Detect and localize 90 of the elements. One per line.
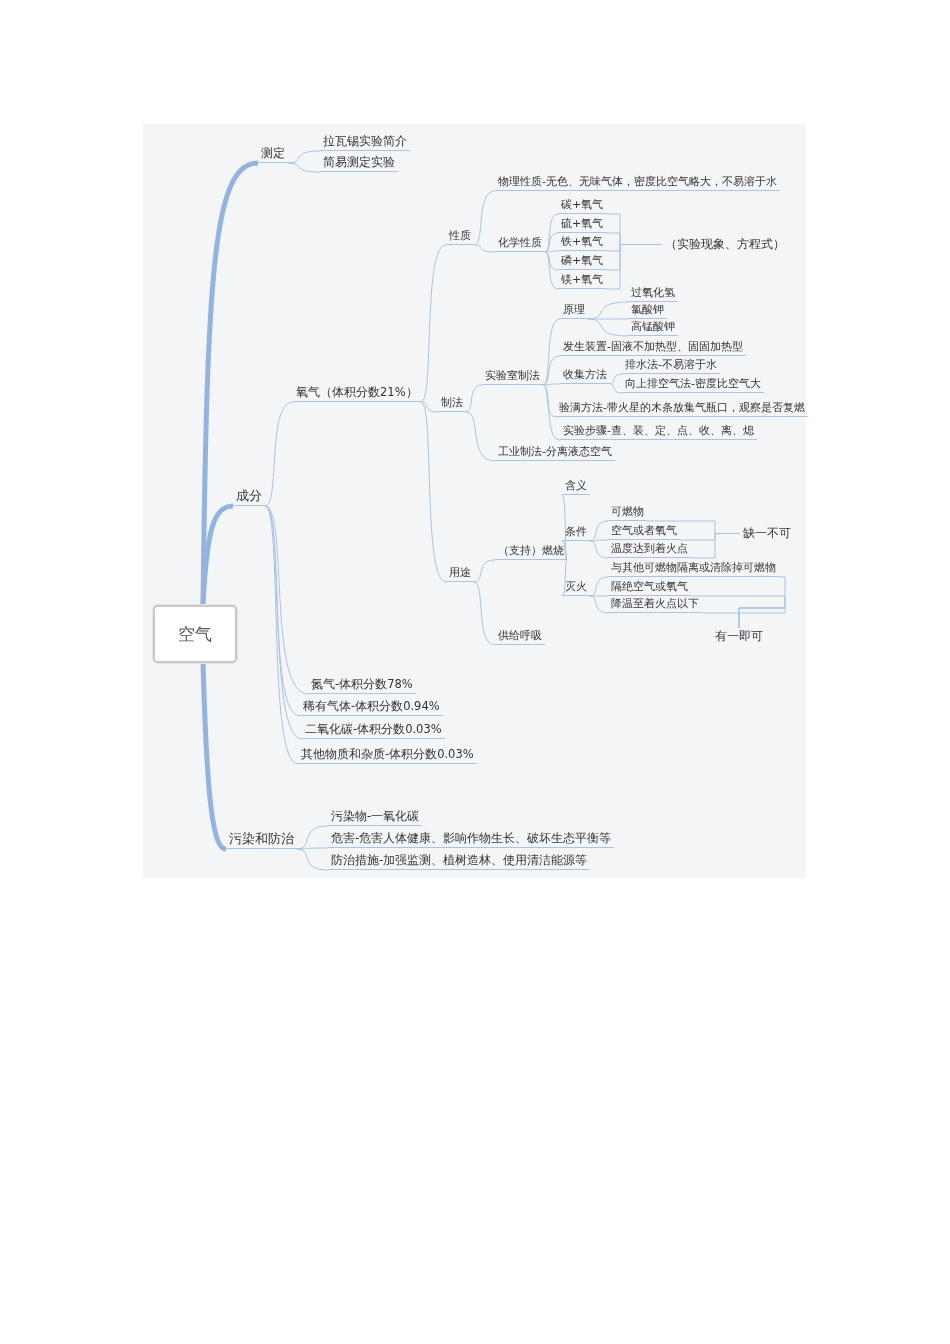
topic-label: 工业制法-分离液态空气	[495, 444, 615, 461]
topic-label: 实验室制法	[482, 368, 543, 385]
topic-label: 实验步骤-查、装、定、点、收、离、熄	[560, 423, 757, 440]
topic-label: 条件	[562, 524, 590, 541]
topic-label: 隔绝空气或氧气	[608, 579, 691, 596]
topic-label: 可燃物	[608, 504, 647, 521]
branch-line	[296, 847, 329, 850]
topic-label: 简易测定实验	[320, 154, 398, 172]
topic-label: 排水法-不易溶于水	[622, 357, 720, 374]
topic-label: 危害-危害人体健康、影响作物生长、破坏生态平衡等	[328, 830, 615, 848]
topic-label: 氯酸钾	[628, 302, 667, 319]
branch-line	[544, 251, 559, 271]
topic-label: 拉瓦锡实验简介	[320, 133, 410, 151]
topic-label: 氮气-体积分数78%	[308, 676, 416, 694]
branch-line	[561, 540, 568, 561]
branch-line	[420, 244, 447, 403]
topic-label: 供给呼吸	[495, 628, 545, 645]
topic-label: 原理	[560, 302, 588, 319]
branch-line	[264, 401, 294, 507]
branch-line	[589, 539, 609, 542]
branch-line	[296, 848, 329, 871]
branch-line	[287, 162, 321, 173]
topic-label: 碳+氧气	[558, 197, 607, 214]
topic-label: 化学性质	[495, 235, 545, 252]
branch-line	[420, 401, 447, 583]
topic-label: 污染物-一氧化碳	[328, 808, 423, 826]
topic-label: 与其他可燃物隔离或清除掉可燃物	[608, 560, 779, 577]
branch-line	[473, 581, 496, 646]
branch-line	[473, 559, 496, 583]
main-branch-line	[200, 503, 234, 606]
topic-label: 过氧化氢	[628, 285, 678, 302]
topic-label: 稀有气体-体积分数0.94%	[300, 698, 443, 716]
branch-line	[542, 355, 561, 386]
topic-label: 向上排空气法-密度比空气大	[622, 376, 764, 393]
branch-line	[473, 190, 496, 246]
topic-label: 含义	[562, 478, 590, 495]
branch-line	[609, 383, 623, 394]
branch-line	[544, 232, 559, 253]
branch-line	[465, 384, 483, 413]
branch-line	[561, 494, 568, 561]
topic-label: 性质	[446, 228, 474, 245]
topic-label: 发生装置-固液不加热型、固固加热型	[560, 339, 746, 356]
branch-line	[542, 318, 561, 386]
branch-line	[264, 505, 299, 765]
topic-label: 降温至着火点以下	[608, 596, 702, 613]
branch-line	[544, 250, 559, 253]
summary-label: 有一即可	[712, 628, 766, 645]
branch-line	[605, 244, 663, 290]
topic-label: 镁+氧气	[558, 272, 607, 289]
topic-label: 用途	[446, 565, 474, 582]
branch-line	[561, 559, 568, 597]
branch-line	[473, 244, 496, 253]
topic-label: （支持）燃烧	[495, 543, 567, 560]
topic-label: 验满方法-带火星的木条放集气瓶口，观察是否复燃	[556, 400, 808, 417]
topic-label: 磷+氧气	[558, 253, 607, 270]
branch-line	[589, 540, 609, 559]
main-branch-line	[200, 662, 227, 852]
topic-label: 高锰酸钾	[628, 319, 678, 336]
branch-line	[544, 251, 559, 290]
branch-line	[589, 595, 609, 597]
topic-label: 收集方法	[560, 367, 610, 384]
branch-line	[542, 383, 561, 386]
branch-line	[420, 401, 439, 413]
summary-label: 缺一不可	[740, 525, 794, 542]
topic-label: 测定	[258, 145, 288, 164]
branch-line	[587, 318, 629, 337]
branch-line	[542, 384, 561, 441]
topic-label: 氧气（体积分数21%）	[293, 384, 421, 402]
topic-label: 硫+氧气	[558, 216, 607, 233]
topic-label: 温度达到着火点	[608, 541, 691, 558]
topic-label: 制法	[438, 395, 466, 412]
topic-label: 其他物质和杂质-体积分数0.03%	[298, 746, 477, 764]
branch-line	[701, 607, 786, 629]
summary-label: （实验现象、方程式）	[662, 236, 788, 253]
topic-label: 物理性质-无色、无味气体，密度比空气略大，不易溶于水	[495, 174, 780, 191]
branch-line	[544, 213, 559, 253]
branch-line	[264, 505, 309, 695]
topic-label: 二氧化碳-体积分数0.03%	[302, 721, 445, 739]
topic-label: 防治措施-加强监测、植树造林、使用清洁能源等	[328, 852, 591, 870]
topic-label: 灭火	[562, 579, 590, 596]
topic-label: 污染和防治	[226, 830, 297, 850]
topic-label: 成分	[233, 487, 265, 507]
branch-line	[589, 595, 609, 614]
topic-label: 空气或者氧气	[608, 523, 680, 540]
topic-label: 铁+氧气	[558, 234, 607, 251]
branch-line	[589, 576, 609, 597]
branch-line	[609, 373, 623, 385]
branch-line	[589, 520, 609, 542]
root-topic-box: 空气	[153, 605, 237, 663]
branch-line	[465, 411, 496, 462]
